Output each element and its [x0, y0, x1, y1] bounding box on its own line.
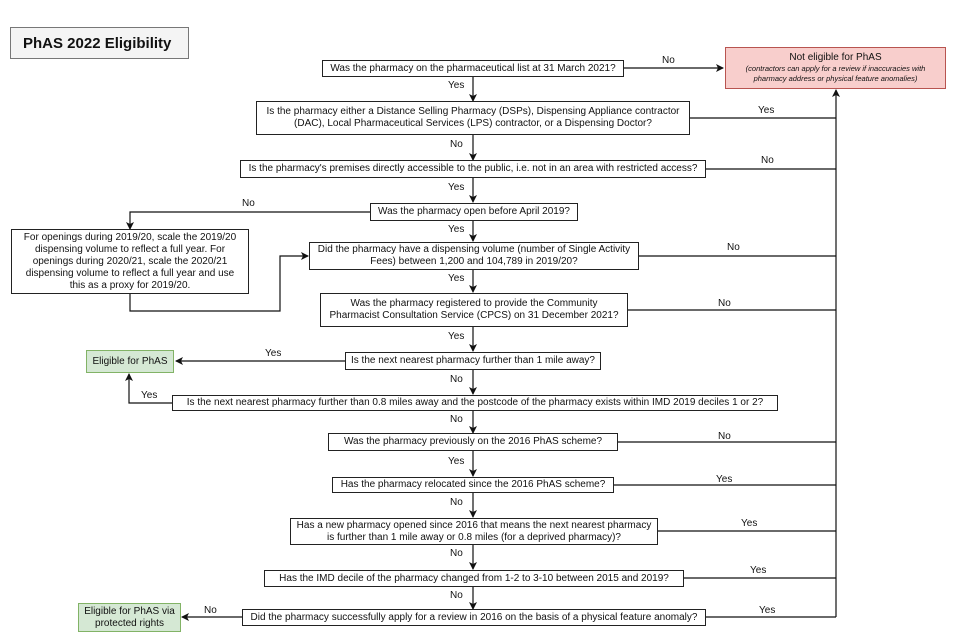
- label-q11-side: Yes: [741, 518, 758, 529]
- label-q9-down: Yes: [448, 456, 465, 467]
- label-q2-side: Yes: [758, 105, 775, 116]
- question-10: Has the pharmacy relocated since the 201…: [332, 477, 614, 493]
- label-q11-down: No: [450, 548, 463, 559]
- outcome-not-eligible: Not eligible for PhAS (contractors can a…: [725, 47, 946, 89]
- label-q12-down: No: [450, 590, 463, 601]
- label-q10-down: No: [450, 497, 463, 508]
- diagram-title: PhAS 2022 Eligibility: [10, 27, 189, 59]
- label-q13-side-left: No: [204, 605, 217, 616]
- label-q10-side: Yes: [716, 474, 733, 485]
- not-eligible-note: (contractors can apply for a review if i…: [745, 64, 926, 83]
- label-q5-side: No: [727, 242, 740, 253]
- outcome-eligible-protected: Eligible for PhAS via protected rights: [78, 603, 181, 632]
- label-q5-down: Yes: [448, 273, 465, 284]
- label-q6-down: Yes: [448, 331, 465, 342]
- label-q8-down: No: [450, 414, 463, 425]
- question-4: Was the pharmacy open before April 2019?: [370, 203, 578, 221]
- label-q4-down: Yes: [448, 224, 465, 235]
- question-2: Is the pharmacy either a Distance Sellin…: [256, 101, 690, 135]
- label-q3-down: Yes: [448, 182, 465, 193]
- label-q8-side: Yes: [141, 390, 158, 401]
- label-q2-down: No: [450, 139, 463, 150]
- label-q6-side: No: [718, 298, 731, 309]
- label-q7-side: Yes: [265, 348, 282, 359]
- label-q4-side: No: [242, 198, 255, 209]
- label-q1-down: Yes: [448, 80, 465, 91]
- question-11: Has a new pharmacy opened since 2016 tha…: [290, 518, 658, 545]
- label-q1-side: No: [662, 55, 675, 66]
- outcome-eligible: Eligible for PhAS: [86, 350, 174, 373]
- not-eligible-title: Not eligible for PhAS: [789, 52, 882, 63]
- edge-q4-side-note: [126, 211, 370, 230]
- label-q13-side: Yes: [759, 605, 776, 616]
- question-13: Did the pharmacy successfully apply for …: [242, 609, 706, 626]
- question-9: Was the pharmacy previously on the 2016 …: [328, 433, 618, 451]
- question-12: Has the IMD decile of the pharmacy chang…: [264, 570, 684, 587]
- question-3: Is the pharmacy's premises directly acce…: [240, 160, 706, 178]
- question-5: Did the pharmacy have a dispensing volum…: [309, 242, 639, 270]
- question-8: Is the next nearest pharmacy further tha…: [172, 395, 778, 411]
- label-q9-side: No: [718, 431, 731, 442]
- question-1: Was the pharmacy on the pharmaceutical l…: [322, 60, 624, 77]
- label-q12-side: Yes: [750, 565, 767, 576]
- label-q3-side: No: [761, 155, 774, 166]
- label-q7-down: No: [450, 374, 463, 385]
- side-note-scaling: For openings during 2019/20, scale the 2…: [11, 229, 249, 294]
- question-6: Was the pharmacy registered to provide t…: [320, 293, 628, 327]
- question-7: Is the next nearest pharmacy further tha…: [345, 352, 601, 370]
